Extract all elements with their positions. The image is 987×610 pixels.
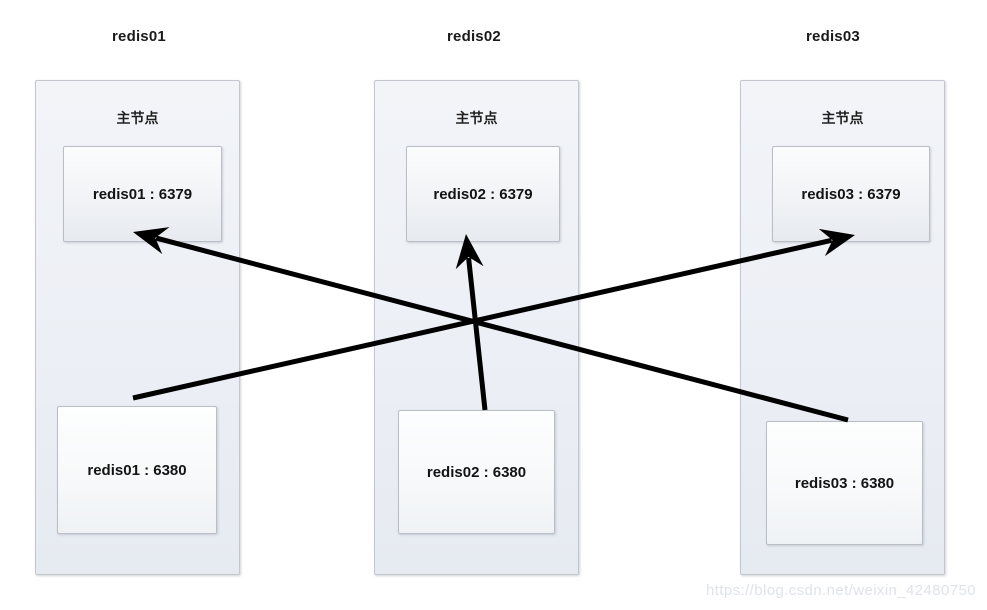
- role-label-redis03: 主节点: [821, 110, 864, 126]
- node-redis01-6380[interactable]: redis01 : 6380: [57, 406, 217, 534]
- node-label-redis01-6379: redis01 : 6379: [92, 185, 193, 203]
- node-redis03-6380[interactable]: redis03 : 6380: [766, 421, 923, 545]
- node-redis03-6379[interactable]: redis03 : 6379: [772, 146, 930, 242]
- role-label-redis01: 主节点: [116, 110, 159, 126]
- node-redis02-6379[interactable]: redis02 : 6379: [406, 146, 560, 242]
- role-label-redis02: 主节点: [455, 110, 498, 126]
- column-title-redis03: redis03: [806, 28, 860, 45]
- node-label-redis03-6379: redis03 : 6379: [801, 185, 901, 203]
- node-label-redis02-6380: redis02 : 6380: [426, 463, 527, 481]
- node-label-redis01-6380: redis01 : 6380: [87, 461, 187, 479]
- column-title-redis02: redis02: [447, 28, 501, 45]
- node-label-redis02-6379: redis02 : 6379: [433, 185, 533, 203]
- node-redis02-6380[interactable]: redis02 : 6380: [398, 410, 555, 534]
- column-title-redis01: redis01: [112, 28, 166, 45]
- watermark-text: https://blog.csdn.net/weixin_42480750: [706, 582, 976, 599]
- node-label-redis03-6380: redis03 : 6380: [794, 474, 895, 492]
- node-redis01-6379[interactable]: redis01 : 6379: [63, 146, 222, 242]
